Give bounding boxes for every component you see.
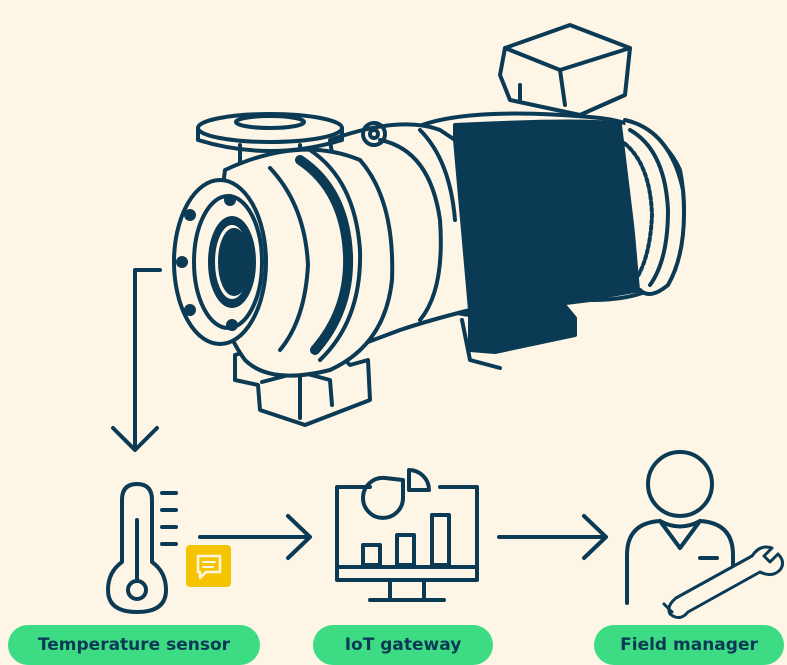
node-label-iot-gateway: IoT gateway: [313, 625, 493, 665]
monitor-chart-icon: [337, 470, 477, 600]
centrifugal-pump-icon: [174, 25, 684, 425]
message-badge-icon: [186, 545, 231, 587]
person-wrench-icon: [627, 452, 783, 618]
thermometer-icon: [108, 484, 176, 612]
node-label-field-manager: Field manager: [594, 625, 784, 665]
pump-to-sensor-connector: [135, 270, 160, 448]
node-label-temperature-sensor: Temperature sensor: [8, 625, 260, 665]
